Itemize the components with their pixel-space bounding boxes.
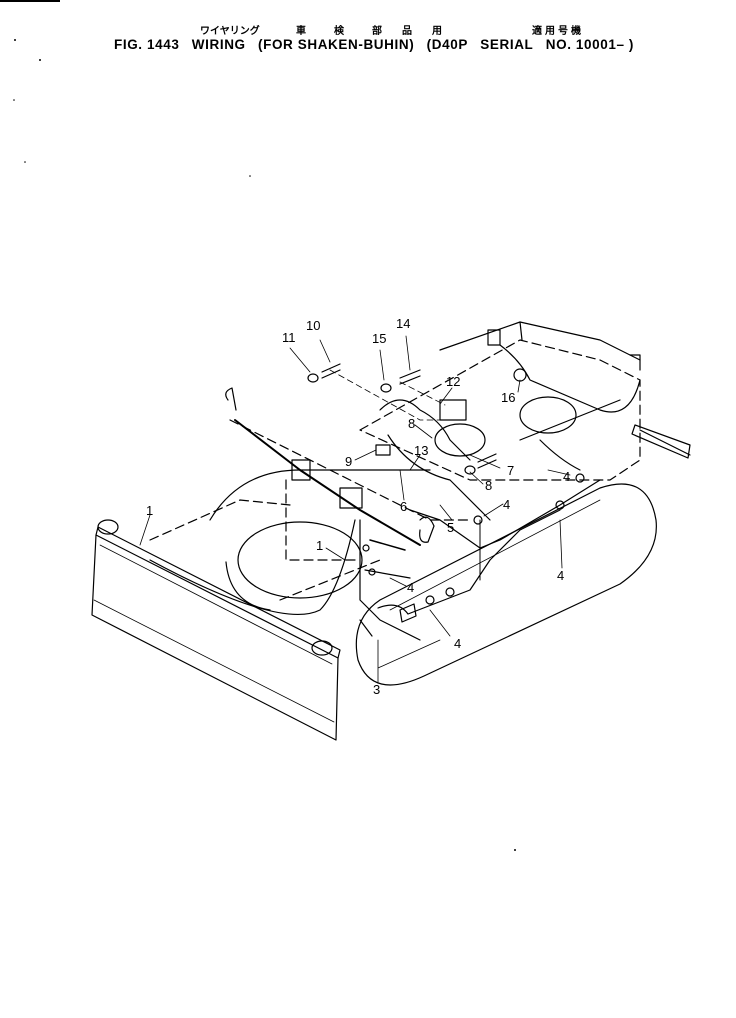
jp-word-5: 用	[432, 26, 442, 37]
callout-8: 8	[485, 478, 492, 493]
corner-mark	[0, 0, 60, 2]
serial-prefix: (D40P	[426, 37, 468, 52]
callout-4: 4	[563, 469, 570, 484]
callout-13: 13	[414, 443, 428, 458]
callout-12: 12	[446, 374, 460, 389]
clip-16	[513, 368, 527, 382]
title-text: WIRING	[191, 37, 246, 52]
callout-8: 8	[408, 416, 415, 431]
washer-8	[464, 465, 476, 475]
bolt-7	[477, 453, 497, 469]
clip-4f	[362, 544, 370, 552]
serial-number: NO. 10001– )	[545, 37, 634, 52]
callout-4: 4	[407, 580, 414, 595]
bracket-top	[487, 329, 501, 346]
washer-15	[380, 383, 392, 393]
bolt-10	[321, 363, 341, 379]
dozer-blade	[91, 519, 341, 741]
callout-3: 3	[373, 682, 380, 697]
bolt-14	[399, 369, 421, 385]
leader-lines	[139, 335, 571, 683]
callout-10: 10	[306, 318, 320, 333]
jp-title: ワイヤリング	[200, 26, 260, 37]
clip-4g	[368, 568, 376, 576]
subtitle-text: (FOR SHAKEN-BUHIN)	[258, 37, 415, 52]
figure-title: FIG. 1443 WIRING (FOR SHAKEN-BUHIN) (D40…	[114, 37, 642, 52]
wiring-harness	[149, 344, 641, 641]
callout-4: 4	[557, 568, 564, 583]
callout-6: 6	[400, 499, 407, 514]
connector-3	[399, 603, 417, 623]
callout-4: 4	[503, 497, 510, 512]
clip-4e	[445, 587, 455, 597]
jp-word-1: 車	[296, 26, 306, 37]
clip-4d	[425, 595, 435, 605]
callout-15: 15	[372, 331, 386, 346]
bracket-right	[629, 354, 641, 371]
callout-16: 16	[501, 390, 515, 405]
jp-word-2: 検	[334, 26, 344, 37]
callout-5: 5	[447, 520, 454, 535]
callout-1: 1	[146, 503, 153, 518]
callout-14: 14	[396, 316, 410, 331]
callout-1: 1	[316, 538, 323, 553]
serial-label: SERIAL	[480, 37, 534, 52]
washer-11	[307, 373, 319, 383]
japanese-header: ワイヤリング 車 検 部 品 用 適用号機	[200, 22, 620, 37]
switch-box-12	[439, 399, 467, 421]
components	[291, 329, 641, 623]
relay-9	[375, 444, 391, 456]
clip-4a	[473, 515, 483, 525]
jp-serial-label: 適用号機	[532, 26, 584, 37]
clip-4c	[575, 473, 585, 483]
callout-4: 4	[454, 636, 461, 651]
lamp-center	[339, 487, 363, 509]
lamp-left	[291, 459, 311, 481]
scan-specks	[13, 39, 516, 851]
jp-word-3: 部	[372, 26, 382, 37]
callout-11: 11	[282, 330, 296, 345]
hardware	[307, 363, 497, 475]
callout-labels: 1 1 3 4 4 4 4 4 5 6 7 8 8 9 10 11 12 13 …	[146, 316, 570, 697]
jp-word-4: 品	[402, 26, 412, 37]
lamp-right	[419, 516, 435, 543]
callout-9: 9	[345, 454, 352, 469]
tracks	[209, 469, 657, 686]
callout-7: 7	[507, 463, 514, 478]
fig-label: FIG. 1443	[114, 37, 180, 52]
machine-body	[149, 321, 691, 601]
clip-4b	[555, 500, 565, 510]
